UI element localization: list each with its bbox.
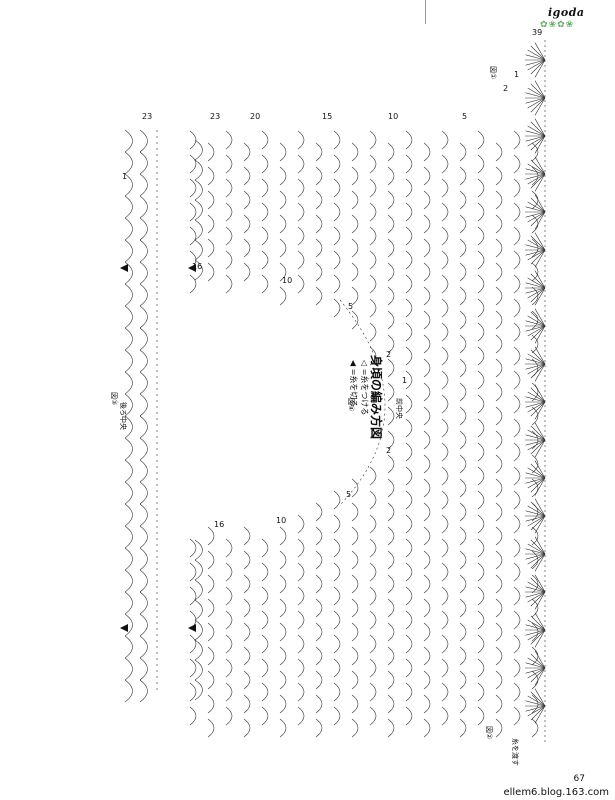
row-number-1-top: 1 <box>514 70 520 79</box>
diagram-title: 身頃の編み方図 <box>369 355 383 440</box>
row-number-16-left: 16 <box>192 262 203 271</box>
back-center-label: 後ろ中央 <box>119 402 127 430</box>
brand-logo: igoda <box>548 6 585 19</box>
row-number-5-left: 5 <box>348 302 354 311</box>
fig1-label: 図① <box>489 66 497 80</box>
row-number-5-top: 5 <box>462 112 468 121</box>
row-number-2-top: 2 <box>503 84 509 93</box>
front-center-label: 前中央 <box>395 398 403 419</box>
fig4-label: 図④ <box>347 398 355 412</box>
row-number-15-top: 15 <box>322 112 333 121</box>
brand-decoration: ✿❀✿❀ <box>540 20 575 30</box>
page-number: 67 <box>573 774 585 784</box>
row-number-2-left: 2 <box>386 350 392 359</box>
thread-note-label: 糸を渡す <box>511 738 519 766</box>
legend-attach-thread: ◁ =糸をつける <box>360 360 369 416</box>
row-number-23-back: 23 <box>142 112 153 121</box>
row-number-1-back: 1 <box>122 172 128 181</box>
row-number-39: 39 <box>532 28 543 37</box>
fig2-label: 図② <box>485 726 493 740</box>
row-number-5-right: 5 <box>346 490 352 499</box>
row-number-1-center: 1 <box>402 376 408 385</box>
row-number-10-right: 10 <box>276 516 287 525</box>
blog-url: ellem6.blog.163.com <box>503 787 609 798</box>
row-number-2-right: 2 <box>386 446 392 455</box>
row-number-23-front: 23 <box>210 112 221 121</box>
row-number-16-right: 16 <box>214 520 225 529</box>
row-number-20-top: 20 <box>250 112 261 121</box>
page-edge-line <box>425 0 426 24</box>
row-number-10-top: 10 <box>388 112 399 121</box>
row-number-10-left: 10 <box>282 276 293 285</box>
